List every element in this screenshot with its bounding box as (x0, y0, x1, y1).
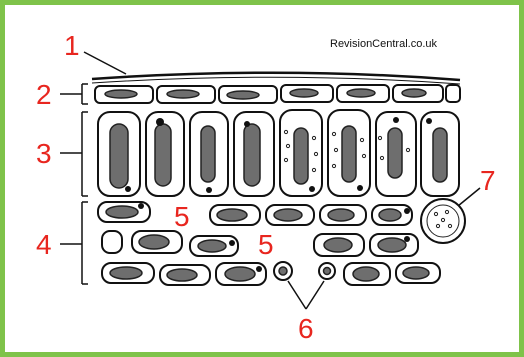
label-1: 1 (64, 30, 80, 61)
cuticle-layer-inner (92, 77, 460, 84)
label-4: 4 (36, 229, 52, 260)
label-3: 3 (36, 138, 52, 169)
leader-line-6 (288, 281, 324, 309)
label-2: 2 (36, 79, 52, 110)
palisade-layer (98, 110, 459, 196)
upper-epidermis (95, 85, 460, 103)
bracket-2 (60, 84, 88, 104)
cuticle-layer (92, 73, 460, 80)
guard-cells (274, 262, 335, 280)
leader-line-7 (458, 188, 480, 206)
leader-line-1 (84, 52, 126, 74)
label-6: 6 (298, 313, 314, 344)
label-5-lower: 5 (258, 229, 274, 260)
label-7: 7 (480, 165, 496, 196)
bracket-3 (60, 112, 88, 196)
bracket-4 (60, 202, 88, 284)
label-5-upper: 5 (174, 201, 190, 232)
